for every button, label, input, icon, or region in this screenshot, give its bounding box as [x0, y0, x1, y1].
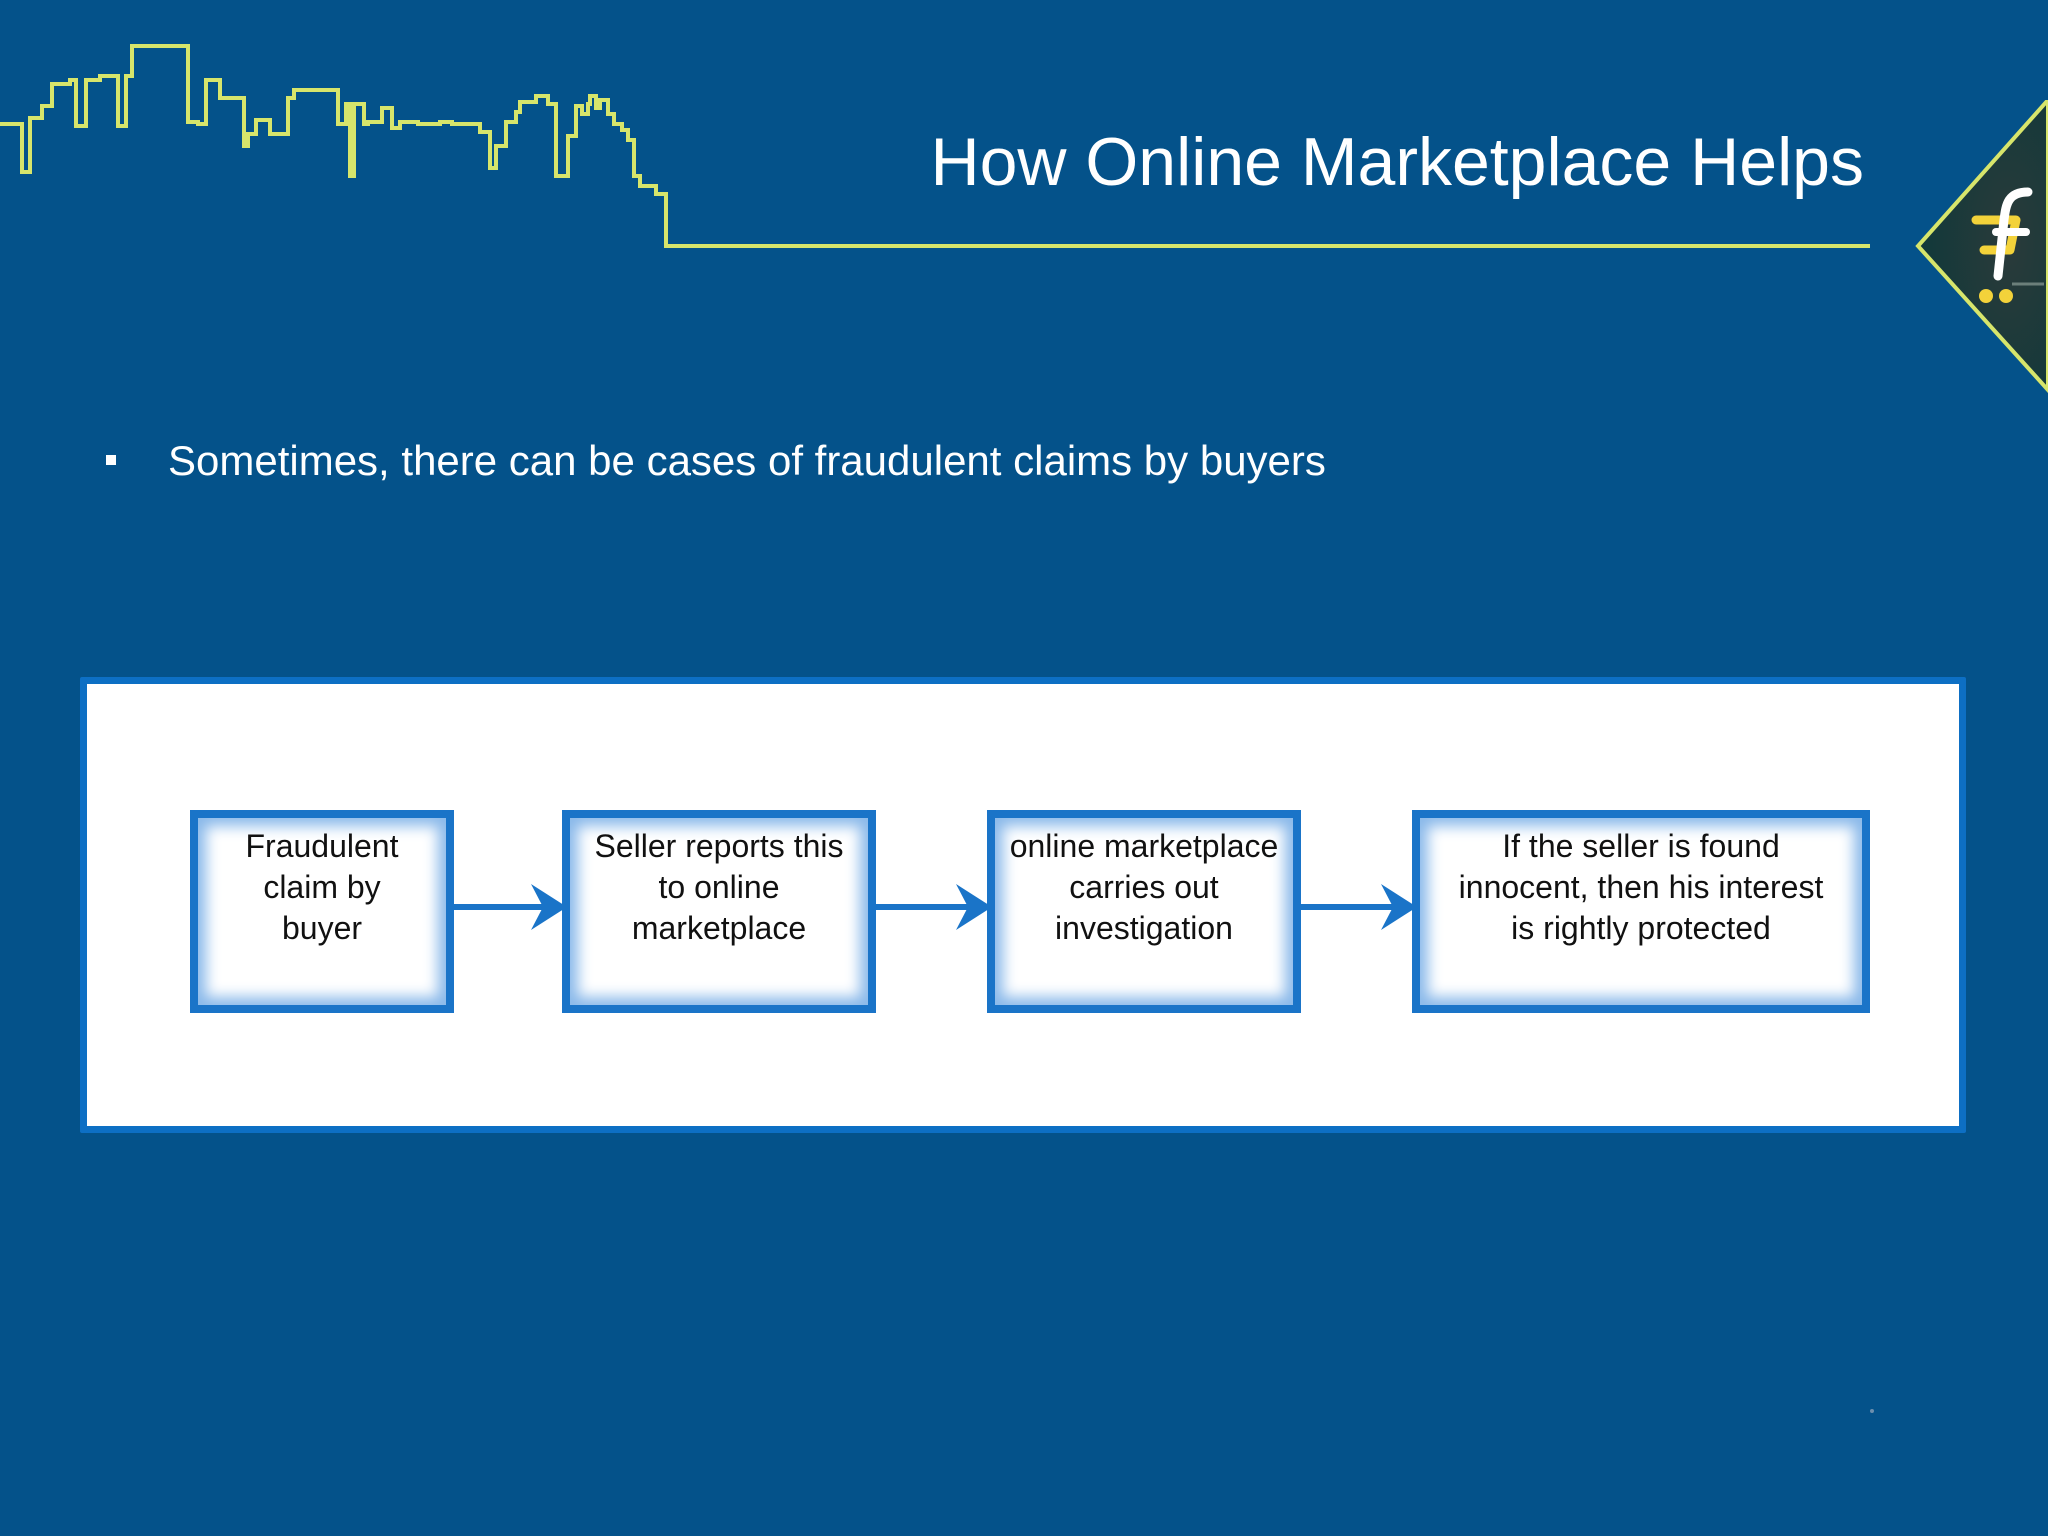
flow-step-line: claim by: [263, 869, 381, 905]
flow-step-line: is rightly protected: [1511, 910, 1771, 946]
flow-step-line: marketplace: [631, 910, 807, 946]
bullet-item: Sometimes, there can be cases of fraudul…: [106, 440, 1326, 482]
flow-step-line: If the seller is found: [1502, 828, 1780, 864]
flow-step-line: Fraudulent: [245, 828, 399, 864]
flow-step-seller-protected: If the seller is found innocent, then hi…: [1412, 810, 1870, 1013]
flow-step-line: Seller reports this: [594, 828, 844, 864]
flow-step-line: online marketplace: [1009, 828, 1279, 864]
bullet-text: Sometimes, there can be cases of fraudul…: [168, 437, 1326, 484]
flow-arrows: [450, 884, 1417, 930]
arrow-step-1-to-2: [450, 884, 567, 930]
flow-step-line: investigation: [1055, 910, 1233, 946]
flow-step-line: buyer: [281, 910, 363, 946]
flow-step-investigation: online marketplace carries out investiga…: [987, 810, 1301, 1013]
square-bullet-icon: [106, 454, 116, 465]
arrow-step-3-to-4: [1295, 884, 1417, 930]
slide-title: How Online Marketplace Helps: [930, 124, 1864, 200]
flow-step-line: innocent, then his interest: [1458, 869, 1824, 905]
flow-step-seller-reports: Seller reports this to online marketplac…: [562, 810, 876, 1013]
arrow-step-2-to-3: [870, 884, 992, 930]
shopping-cart-f-logo: [1915, 100, 2048, 393]
city-skyline-icon: [0, 44, 1870, 248]
flow-diagram-panel: Fraudulent claim by buyer Seller reports…: [80, 677, 1966, 1133]
flow-step-line: to online: [658, 869, 780, 905]
slide-marker-dot: [1870, 1409, 1874, 1413]
flow-step-line: carries out: [1069, 869, 1219, 905]
flow-step-fraudulent-claim: Fraudulent claim by buyer: [190, 810, 454, 1013]
